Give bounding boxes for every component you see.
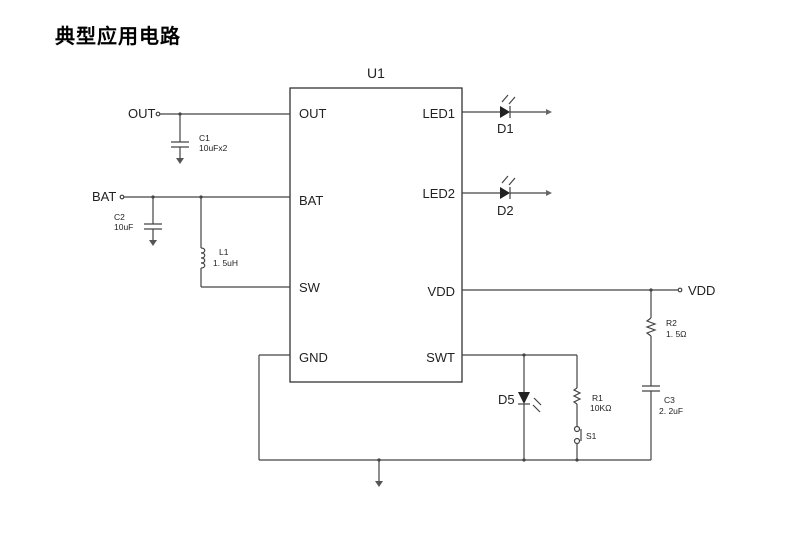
net-gnd [258,354,651,487]
svg-text:C1: C1 [199,133,210,143]
svg-text:C3: C3 [664,395,675,405]
switch-s1 [573,425,582,445]
port-bat-label: BAT [92,189,116,204]
pin-led2: LED2 [422,186,455,201]
svg-text:10uF: 10uF [114,222,133,232]
svg-text:S1: S1 [586,431,597,441]
net-out: OUT C1 10uFx2 [128,106,290,164]
svg-text:10uFx2: 10uFx2 [199,143,228,153]
capacitor-c1 [171,141,189,164]
svg-text:D1: D1 [497,121,514,136]
ic-u1-body [289,87,463,383]
capacitor-c2 [144,223,162,246]
section-title: 典型应用电路 [55,24,181,48]
led-d2: D2 [462,175,552,218]
net-vdd: VDD R2 1. 5Ω C3 2. 2uF [462,283,715,460]
pin-sw: SW [299,280,321,295]
net-swt: D5 R1 10KΩ S1 [462,353,611,462]
svg-text:1. 5uH: 1. 5uH [213,258,238,268]
resistor-r1 [572,387,582,405]
led-d1: D1 [462,94,552,136]
ic-u1-label: U1 [367,65,385,81]
pin-gnd: GND [299,350,328,365]
inductor-l1 [200,247,206,269]
svg-text:D2: D2 [497,203,514,218]
port-vdd-label: VDD [688,283,715,298]
resistor-r2 [645,317,657,337]
svg-text:10KΩ: 10KΩ [590,403,611,413]
svg-text:R2: R2 [666,318,677,328]
ground-icon [375,481,383,487]
svg-text:D5: D5 [498,392,515,407]
pin-led1: LED1 [422,106,455,121]
ground-icon [149,240,157,246]
svg-text:1. 5Ω: 1. 5Ω [666,329,687,339]
net-bat: BAT C2 10uF L1 1. 5uH [92,189,290,288]
capacitor-c3 [642,385,660,392]
pin-out: OUT [299,106,327,121]
pin-swt: SWT [426,350,455,365]
pin-vdd: VDD [428,284,455,299]
port-bat-terminal [119,194,125,200]
led-d5 [518,392,542,413]
pin-bat: BAT [299,193,323,208]
port-out-label: OUT [128,106,156,121]
port-out-terminal [155,111,161,117]
svg-text:C2: C2 [114,212,125,222]
ground-icon [176,158,184,164]
svg-text:R1: R1 [592,393,603,403]
svg-text:2. 2uF: 2. 2uF [659,406,683,416]
svg-text:L1: L1 [219,247,229,257]
